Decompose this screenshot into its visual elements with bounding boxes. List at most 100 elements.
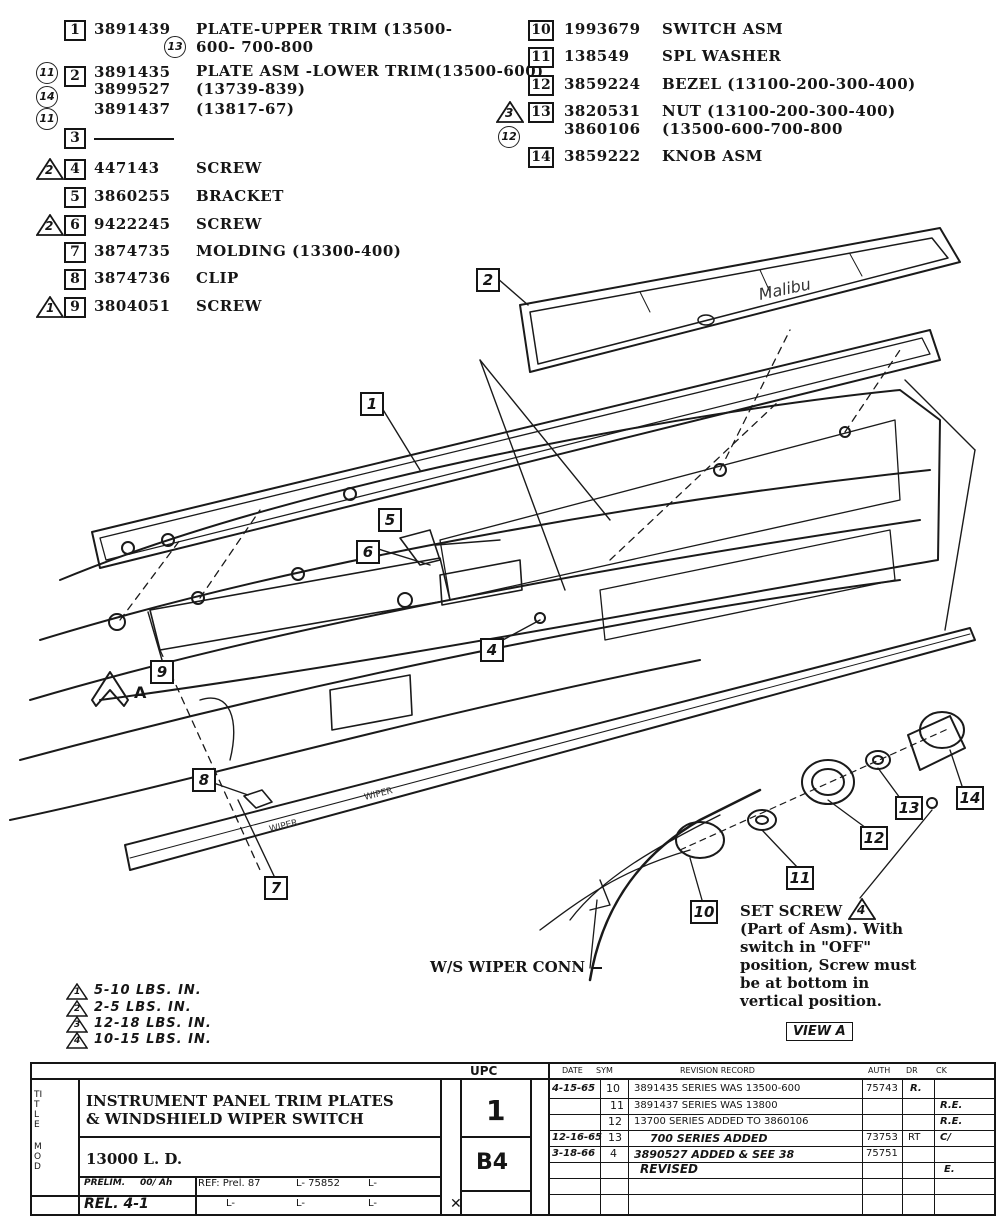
callout-1: 1: [360, 392, 384, 416]
callout-10: 10: [690, 900, 718, 924]
view-a-detail: [539, 711, 966, 982]
series-circle: 11: [36, 62, 58, 84]
release-code: REL. 4-1: [84, 1196, 149, 1212]
part-description: SWITCH ASM: [662, 20, 784, 38]
drawing-title-line2: & WINDSHIELD WIPER SWITCH: [86, 1110, 364, 1128]
rev-ck: R.E.: [940, 1116, 963, 1127]
molding-clip: [243, 789, 273, 809]
series-circle: 11: [36, 108, 58, 130]
part-number: 3899527: [94, 80, 171, 98]
wiper-connector-label: W/S WIPER CONN: [430, 958, 586, 976]
part-description: PLATE-UPPER TRIM (13500-: [196, 20, 453, 38]
callout-2: 2: [476, 268, 500, 292]
torque-spec: 2-5 LBS. IN.: [94, 1000, 192, 1015]
upc-number: 1: [486, 1094, 506, 1127]
rev-text: 3890527 ADDED & SEE 38: [634, 1148, 795, 1161]
l-code: L-: [226, 1198, 236, 1209]
rev-text: 13700 SERIES ADDED TO 3860106: [634, 1116, 809, 1127]
set-screw-note-line: vertical position.: [740, 992, 882, 1010]
part-number: 3804051: [94, 297, 171, 315]
l-code: L-: [368, 1198, 378, 1209]
part-description: (13817-67): [196, 100, 295, 118]
rev-text: 700 SERIES ADDED: [650, 1132, 768, 1145]
sheet-code: B4: [476, 1150, 509, 1175]
rev-date: 12-16-65: [552, 1132, 603, 1143]
rev-text: 3891435 SERIES WAS 13500-600: [634, 1083, 801, 1094]
ref-box-12: 12: [528, 75, 554, 96]
rev-dr: R.: [910, 1083, 922, 1094]
l-code: L-: [368, 1178, 378, 1189]
part-number: 447143: [94, 159, 160, 177]
part-number: 3891435: [94, 63, 171, 81]
callout-9: 9: [150, 660, 174, 684]
rev-date: 3-18-66: [552, 1148, 596, 1159]
part-number: 1993679: [564, 20, 641, 38]
ref-box-4: 4: [64, 159, 86, 180]
ref-box-5: 5: [64, 187, 86, 208]
part-description: (13739-839): [196, 80, 306, 98]
switch-bracket: [399, 529, 441, 566]
ref-box-13: 13: [528, 102, 554, 123]
torque-spec: 12-18 LBS. IN.: [94, 1016, 212, 1031]
ref-box-14: 14: [528, 147, 554, 168]
ref-box-10: 10: [528, 20, 554, 41]
part-description: MOLDING (13300-400): [196, 242, 402, 260]
callout-5: 5: [378, 508, 402, 532]
set-screw-title: SET SCREW: [740, 902, 843, 920]
torque-spec: 5-10 LBS. IN.: [94, 983, 202, 998]
callout-7: 7: [264, 876, 288, 900]
rev-text: 3891437 SERIES WAS 13800: [634, 1100, 778, 1111]
part-description: BEZEL (13100-200-300-400): [662, 75, 916, 93]
leader-dash: [592, 967, 602, 969]
model-number: 13000 L. D.: [86, 1150, 183, 1168]
title-side-label: TITLE: [34, 1090, 43, 1130]
part-description: SCREW: [196, 159, 263, 177]
part-description: CLIP: [196, 269, 239, 287]
part-number: 138549: [564, 47, 630, 65]
rev-sym: 11: [610, 1099, 624, 1112]
part-number: 3891437: [94, 100, 171, 118]
torque-spec: 10-15 LBS. IN.: [94, 1032, 212, 1047]
rev-sym: 12: [608, 1115, 622, 1128]
reference: REF: Prel. 87: [198, 1178, 261, 1189]
series-circle: 12: [498, 126, 520, 148]
l-code: L- 75852: [296, 1178, 340, 1189]
rev-auth: 75743: [866, 1083, 898, 1094]
lower-trim-plate: [519, 227, 961, 373]
part-description: SCREW: [196, 297, 263, 315]
part-number: 3820531: [564, 102, 641, 120]
rev-dr: RT: [908, 1132, 921, 1143]
series-circle: 13: [164, 36, 186, 58]
part-number: 3859222: [564, 147, 641, 165]
part-description-cont: 600- 700-800: [196, 38, 314, 56]
leader-lines: [147, 277, 976, 879]
ref-box-2: 2: [64, 66, 86, 87]
rev-header: DR: [906, 1066, 918, 1075]
rev-sym: 10: [606, 1082, 620, 1095]
callout-11: 11: [786, 866, 814, 890]
part-description: PLATE ASM -LOWER TRIM(13500-600): [196, 62, 544, 80]
blank-part-line: [94, 138, 174, 140]
set-screw-note-line: position, Screw must: [740, 956, 917, 974]
part-description: SPL WASHER: [662, 47, 782, 65]
part-description: BRACKET: [196, 187, 284, 205]
upper-trim-plate: [91, 329, 941, 569]
drawing-title-line1: INSTRUMENT PANEL TRIM PLATES: [86, 1092, 394, 1110]
callout-12: 12: [860, 826, 888, 850]
rev-header: REVISION RECORD: [680, 1066, 755, 1075]
part-description: NUT (13100-200-300-400): [662, 102, 896, 120]
callout-8: 8: [192, 768, 216, 792]
rev-text: REVISED: [640, 1162, 698, 1176]
mod-side-label: MOD: [34, 1142, 42, 1172]
part-number: 3860106: [564, 120, 641, 138]
molding-imprint: WIPER: [268, 818, 298, 835]
rev-ck: R.E.: [940, 1100, 963, 1111]
series-circle: 14: [36, 86, 58, 108]
rev-auth: 73753: [866, 1132, 898, 1143]
part-number: 3860255: [94, 187, 171, 205]
title-block-frame: [30, 1062, 996, 1216]
exploded-view-illustration: Malibu WIPER WIPER A: [9, 227, 976, 982]
instrument-panel-body: [9, 389, 941, 821]
ref-box-7: 7: [64, 242, 86, 263]
prelim-stamp: PRELIM.: [84, 1178, 126, 1188]
